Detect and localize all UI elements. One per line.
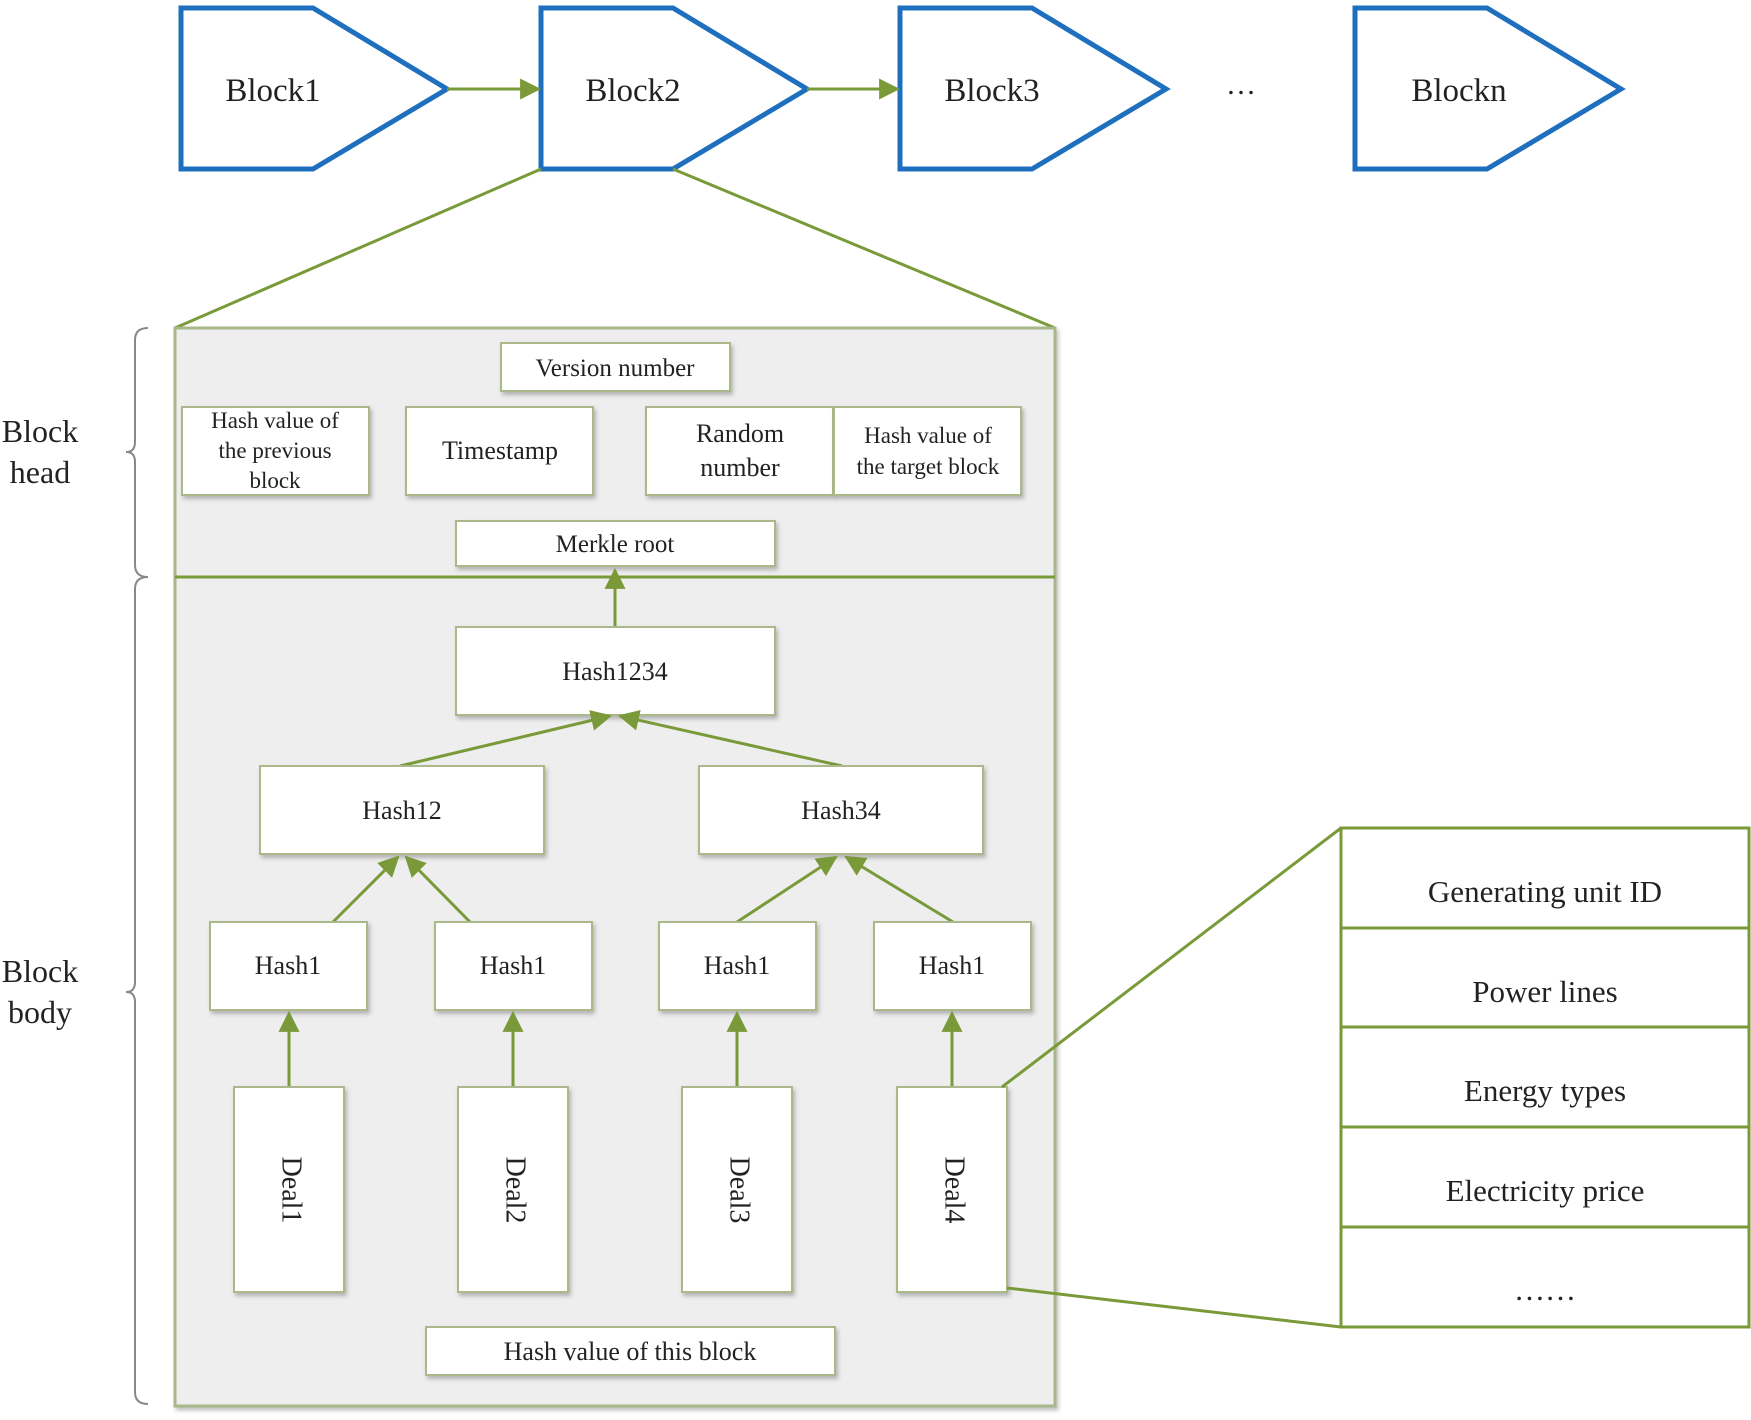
target-hash-box [833,406,1022,496]
deal-detail-table: Generating unit ID Power lines Energy ty… [1339,826,1751,1329]
block1-label: Block1 [225,73,320,109]
block3-label: Block3 [944,73,1039,109]
this-block-hash-box [425,1326,836,1376]
random-number-text-2: number [700,453,780,482]
block-body-label-line1: Block [2,953,78,989]
detail-row-generating-unit: Generating unit ID [1428,874,1662,909]
leaf-hash-2-text: Hash1 [480,951,546,980]
merkle-root-box [455,520,776,567]
block2-label: Block2 [585,73,680,109]
block-body-label-line2: body [8,994,72,1030]
prev-hash-text-1: Hash value of [211,408,339,433]
hash34-box [698,765,984,855]
block-head-label-line2: head [10,454,70,490]
deal-3-box [681,1086,793,1293]
arrow-leaf2-to-hash12 [404,855,472,924]
leaf-hash-4-box [873,921,1032,1011]
detail-row-electricity-price: Electricity price [1446,1173,1645,1208]
deal-2-text: Deal2 [500,1157,531,1224]
hash34-text: Hash34 [801,796,880,825]
random-number-text-1: Random [696,419,784,448]
leaf-hash-1-text: Hash1 [255,951,321,980]
timestamp-text: Timestamp [442,436,558,465]
arrow-leaf3-to-hash34 [736,855,838,924]
hash1234-text: Hash1234 [562,657,667,686]
block-head-brace [125,327,149,578]
leaf-hash-3-box [658,921,817,1011]
blockn-label: Blockn [1411,73,1506,109]
block2-shape [538,5,812,172]
zoom-line-right [672,167,1056,330]
hash1234-box [455,626,776,716]
deal-4-text: Deal4 [939,1157,970,1224]
arrow-hash34-to-hash1234 [617,709,843,768]
detail-row-energy-types: Energy types [1464,1073,1626,1108]
version-number-box [500,342,731,392]
leaf-hash-1-box [209,921,368,1011]
hash12-box [259,765,545,855]
detail-row-power-lines: Power lines [1472,974,1618,1009]
blockn-shape [1352,5,1626,172]
leaf-hash-2-box [434,921,593,1011]
block-chain: Block1 Block2 Block3 … Blockn [178,5,1626,172]
block-head-label-line1: Block [2,413,78,449]
merkle-root-text: Merkle root [556,531,675,558]
zoom-line-left [174,167,542,330]
this-block-hash-text: Hash value of this block [504,1337,757,1366]
hash12-text: Hash12 [362,796,441,825]
prev-hash-text-2: the previous [218,438,331,463]
deal-3-text: Deal3 [724,1157,755,1224]
prev-hash-text-3: block [249,468,301,493]
leaf-hash-4-text: Hash1 [919,951,985,980]
detail-zoom-line-bottom [1006,1286,1342,1329]
merkle-tree: Hash1234 Hash12 Hash34 Hash1 Hash1 Hash1… [209,567,1032,1376]
deal-1-box [233,1086,345,1293]
arrow-leaf1-to-hash12 [331,855,400,924]
block1-shape [178,5,452,172]
detail-zoom-line-top [1001,826,1342,1089]
detail-table-frame [1339,826,1751,1329]
deal-4-box [896,1086,1008,1293]
target-hash-text-2: the target block [857,454,1000,479]
arrow-hash12-to-hash1234 [399,710,613,768]
chain-ellipsis: … [1226,68,1256,101]
deal-2-box [457,1086,569,1293]
version-number-text: Version number [536,355,696,382]
block-body-brace [125,576,149,1405]
block3-shape [897,5,1171,172]
timestamp-box [405,406,594,496]
leaf-hash-3-text: Hash1 [704,951,770,980]
prev-hash-box [181,406,370,496]
target-hash-text-1: Hash value of [864,423,992,448]
deal-1-text: Deal1 [276,1157,307,1224]
detail-row-ellipsis: …… [1514,1272,1576,1307]
block-header-fields: Version number Hash value of the previou… [181,342,1022,567]
arrow-leaf4-to-hash34 [844,855,954,924]
